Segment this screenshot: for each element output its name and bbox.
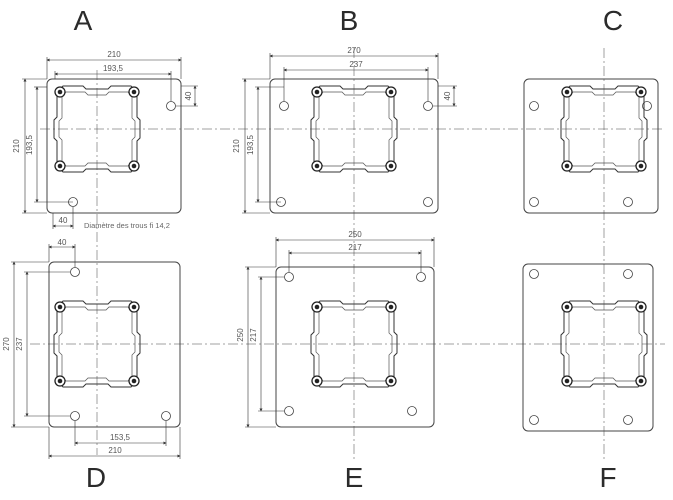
hole (407, 406, 417, 416)
center-axes (30, 48, 665, 460)
dim-b-top: 270 (347, 46, 361, 55)
dim-a-top: 210 (107, 50, 121, 59)
dim-d-bottom-inner: 153,5 (110, 433, 131, 442)
dim-d-bottom-outer: 210 (108, 446, 122, 455)
dim-e-inner: 217 (348, 243, 362, 252)
dim-b-side-outer: 210 (232, 139, 241, 153)
hole (284, 272, 294, 282)
label-e: E (345, 462, 364, 493)
hole-diameter-note: Diamètre des trous fi 14,2 (84, 221, 170, 230)
hole (284, 406, 294, 416)
label-f: F (599, 462, 616, 493)
hole (623, 269, 633, 279)
label-b: B (340, 5, 359, 36)
dim-d-side-inner: 237 (15, 337, 24, 351)
dim-a-right-offset: 40 (184, 91, 193, 100)
plate-d: 40 270 237 153,5 210 (2, 238, 181, 459)
plate-e: 250 217 250 217 (236, 230, 435, 428)
dim-e-side-inner: 217 (249, 328, 258, 342)
dim-a-side-outer: 210 (12, 139, 21, 153)
plate-c (523, 78, 659, 214)
hole (529, 101, 539, 111)
dim-a-bottom-offset: 40 (59, 216, 68, 225)
hole (70, 411, 80, 421)
hole (423, 197, 433, 207)
hole (623, 415, 633, 425)
dim-b-right-offset: 40 (443, 91, 452, 100)
hole (423, 101, 433, 111)
dim-b-inner: 237 (349, 60, 363, 69)
plate-f (522, 263, 654, 432)
hole (416, 272, 426, 282)
plate-a: 210 193,5 210 193,5 40 40 Diamètre des t… (12, 50, 198, 230)
hole (529, 269, 539, 279)
dim-e-side-outer: 250 (236, 328, 245, 342)
dim-a-inner: 193,5 (103, 64, 124, 73)
hole (623, 197, 633, 207)
dim-b-side-inner: 193,5 (246, 134, 255, 155)
label-c: C (603, 5, 623, 36)
hole (279, 101, 289, 111)
label-d: D (86, 462, 106, 493)
hole (166, 101, 176, 111)
hole (529, 197, 539, 207)
hole (529, 415, 539, 425)
dim-e-top: 250 (348, 230, 362, 239)
plate-b: 270 237 210 193,5 40 (232, 46, 457, 214)
hole (70, 267, 80, 277)
dim-d-side-outer: 270 (2, 337, 11, 351)
hole (161, 411, 171, 421)
dim-a-side-inner: 193,5 (25, 134, 34, 155)
dim-d-top-offset: 40 (58, 238, 67, 247)
label-a: A (74, 5, 93, 36)
hole (642, 101, 652, 111)
